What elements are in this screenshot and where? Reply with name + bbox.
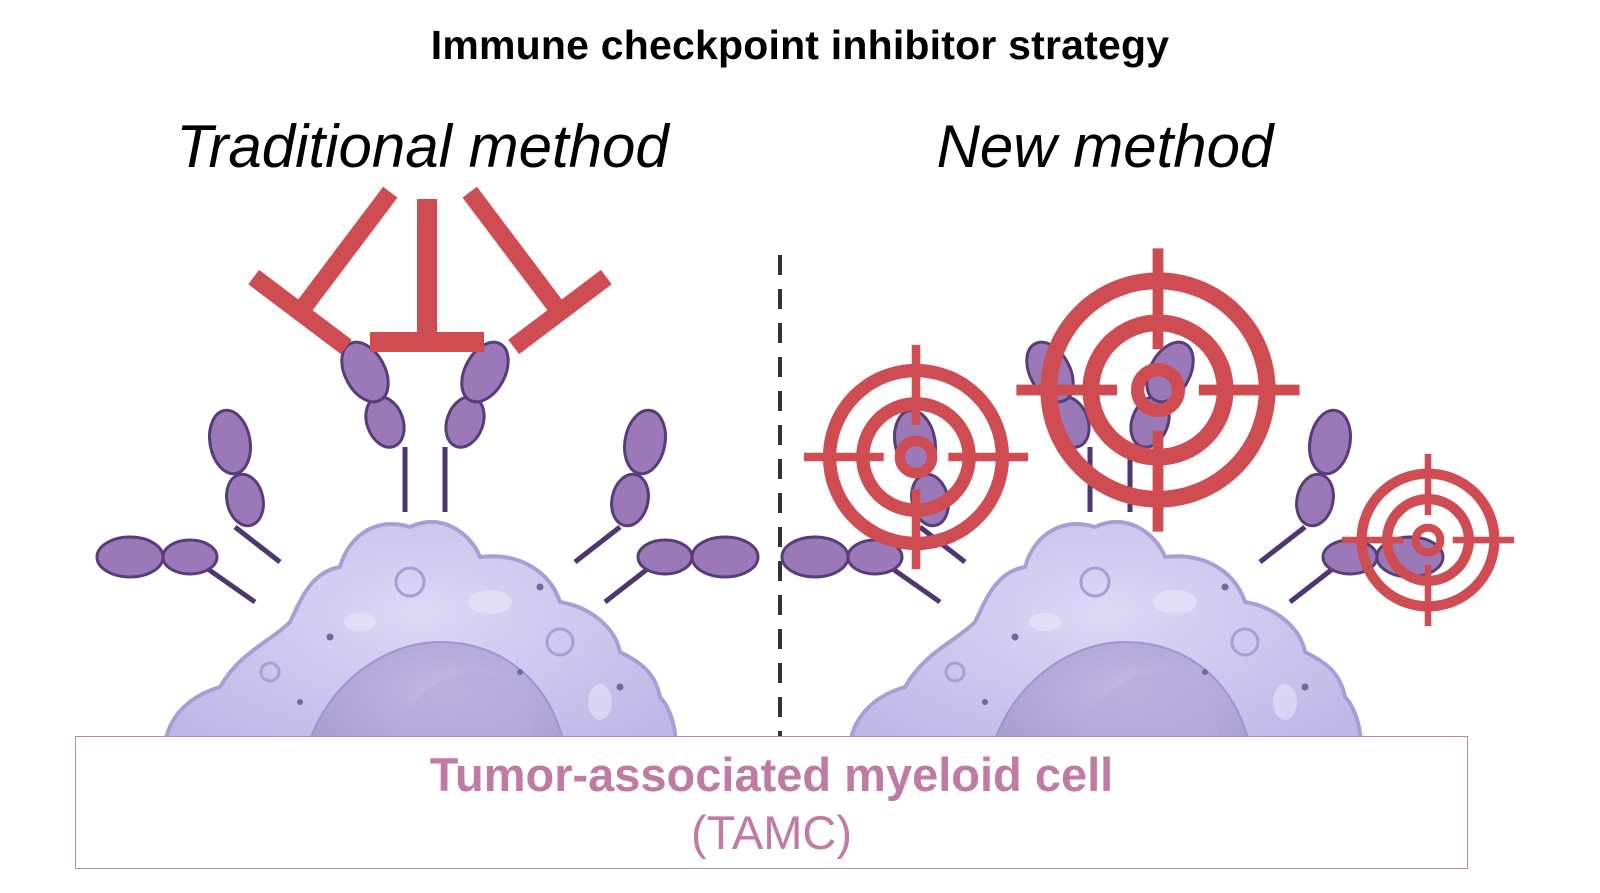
diagram-title: Immune checkpoint inhibitor strategy [430, 22, 1170, 68]
cell-caption-main: Tumor-associated myeloid cell [429, 748, 1114, 801]
inhibitor-bars [248, 186, 612, 355]
left-myeloid-cell [97, 334, 758, 784]
cell-caption-abbr: (TAMC) [691, 806, 852, 859]
traditional-method-label: Traditional method [176, 113, 669, 180]
right-myeloid-cell [782, 334, 1443, 784]
inhibitor-bar-icon [462, 186, 612, 355]
cell-caption-box: Tumor-associated myeloid cell (TAMC) [75, 736, 1468, 869]
inhibitor-bar-icon [370, 199, 484, 352]
new-method-label: New method [936, 113, 1274, 180]
inhibitor-bar-icon [248, 186, 398, 355]
